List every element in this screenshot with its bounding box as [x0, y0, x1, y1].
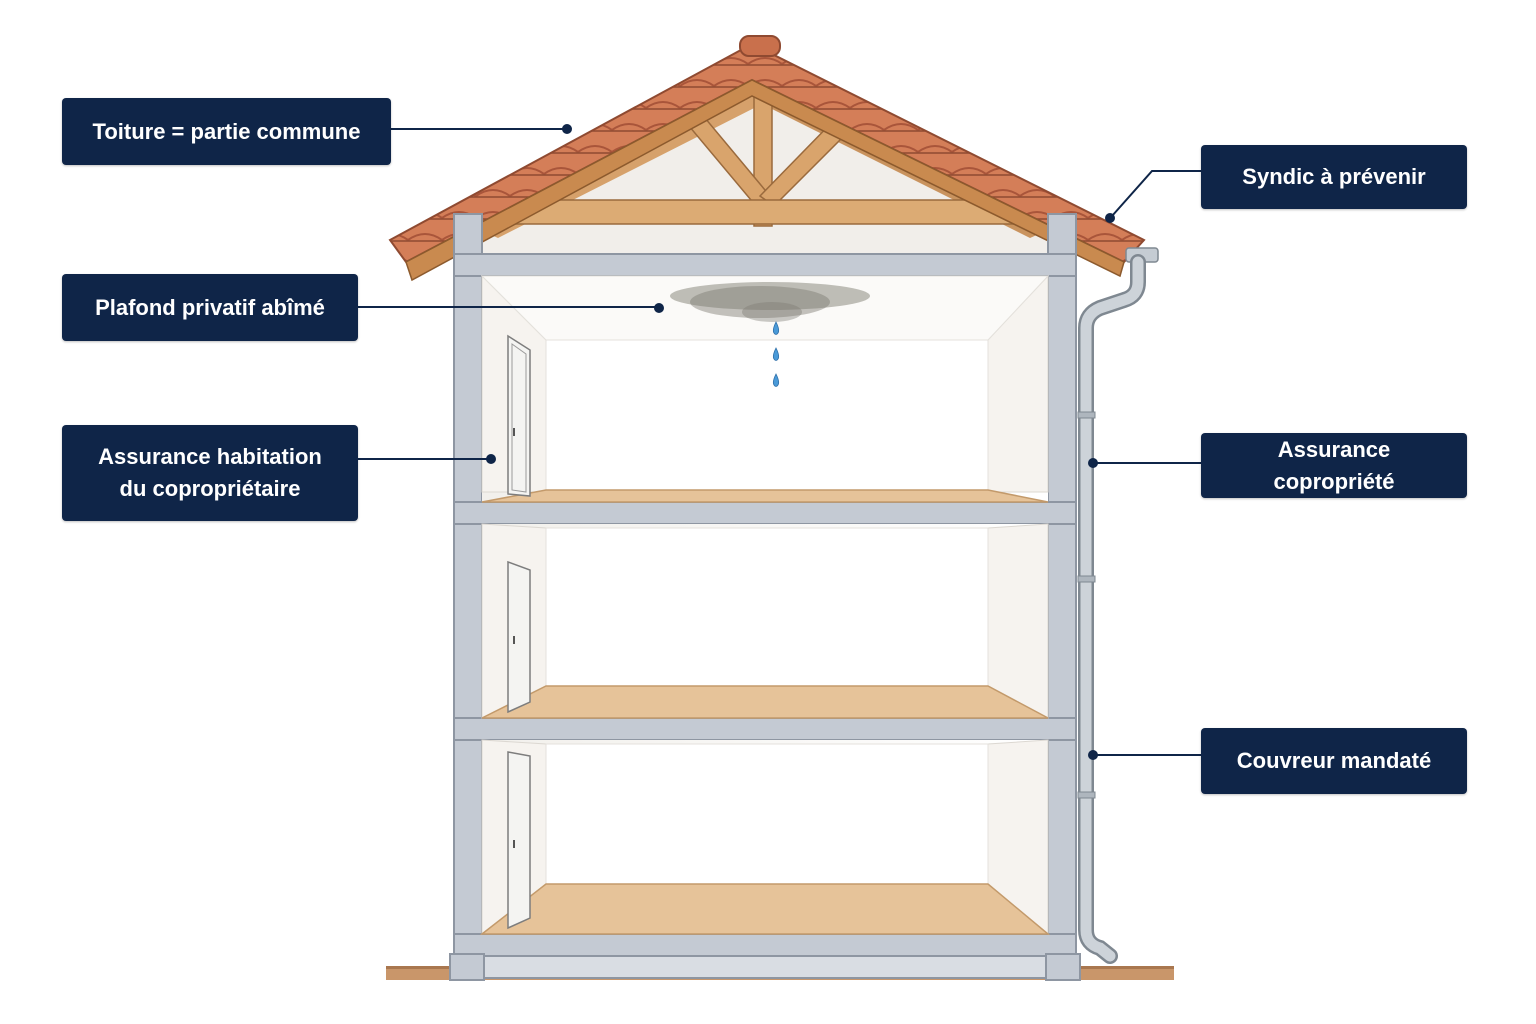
label-syndic-text: Syndic à prévenir: [1242, 164, 1426, 189]
label-toiture: Toiture = partie commune: [62, 98, 391, 165]
door-icon: [507, 751, 531, 930]
downpipe-icon: [1077, 247, 1159, 964]
room-ground-floor: [479, 739, 1051, 936]
door-icon: [507, 560, 531, 714]
label-plafond: Plafond privatif abîmé: [62, 274, 358, 341]
label-toiture-text: Toiture = partie commune: [92, 118, 361, 144]
label-plafond-text: Plafond privatif abîmé: [95, 294, 325, 320]
label-assurance-habitation: Assurance habitation du copropriétaire: [62, 425, 358, 521]
label-couvreur-text: Couvreur mandaté: [1236, 748, 1432, 773]
door-icon: [507, 334, 531, 497]
room-top-floor: [480, 274, 1050, 503]
connector-lines: [358, 124, 1201, 760]
label-couvreur: Couvreur mandaté: [1201, 728, 1467, 794]
label-syndic: Syndic à prévenir: [1201, 145, 1467, 209]
label-assurance-habitation-line2: du copropriétaire: [119, 476, 301, 501]
roof: [388, 35, 1146, 282]
label-assurance-habitation-line1: Assurance habitation: [98, 444, 322, 469]
water-stain: [670, 282, 870, 322]
label-assurance-copropriete-text: Assurance copropriété: [1273, 436, 1395, 494]
water-drop-icon: [772, 321, 780, 387]
label-assurance-copropriete: Assurance copropriété: [1201, 433, 1467, 498]
room-middle-floor: [481, 523, 1049, 719]
